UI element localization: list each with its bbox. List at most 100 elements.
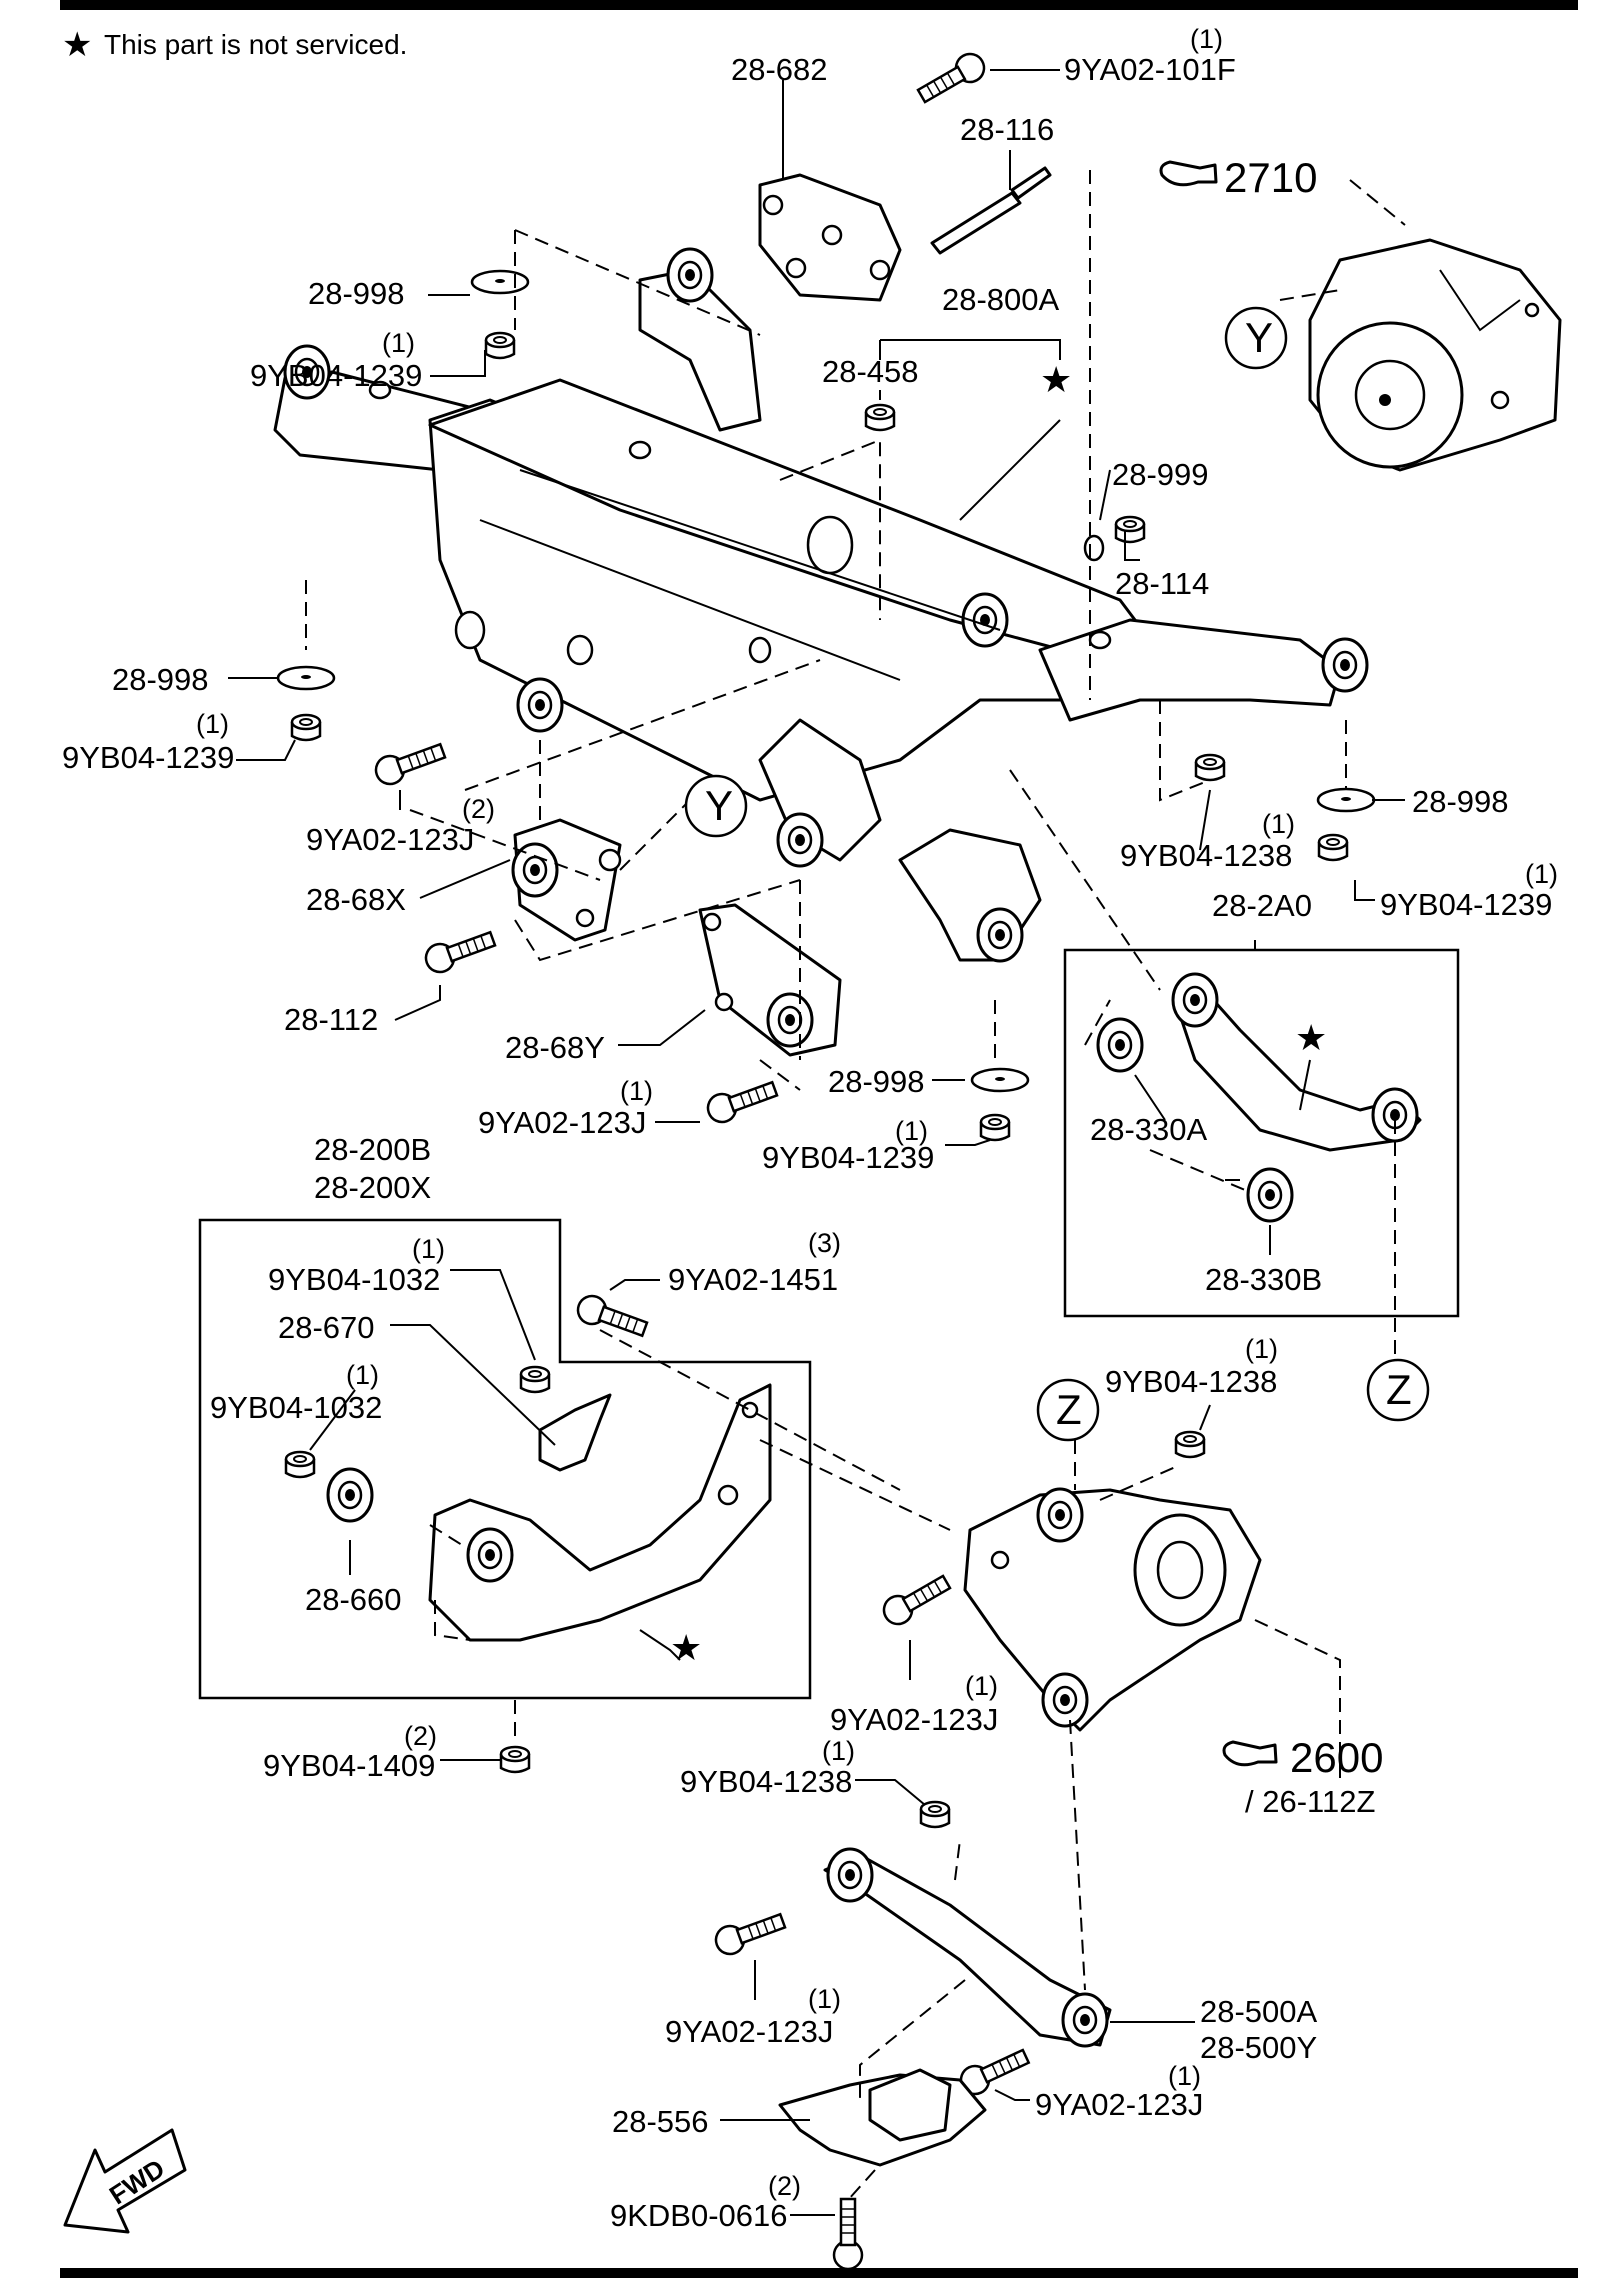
dashed-guides — [305, 170, 1406, 2201]
nut-9YB04-1238-b — [1174, 1430, 1206, 1459]
star-28-800A: ★ — [1040, 359, 1072, 400]
label-28-998-mid: 28-998 — [828, 1064, 925, 1099]
washer-28-998-left — [276, 665, 336, 691]
nut-9YB04-1032-b — [284, 1450, 316, 1479]
arm-28-200B — [428, 1383, 772, 1642]
callout-Y-top: Y — [1245, 314, 1273, 361]
qty-9YB04-1409: (2) — [404, 1721, 437, 1751]
label-28-998-left: 28-998 — [112, 662, 209, 697]
label-28-670: 28-670 — [278, 1310, 375, 1345]
ref-26-112Z: / 26-112Z — [1245, 1784, 1375, 1819]
washer-28-999 — [1083, 534, 1105, 562]
bolt-9YA02-123J-c — [877, 1568, 955, 1631]
box-28-2A0 — [1063, 948, 1460, 1318]
nut-28-458 — [864, 403, 896, 432]
label-28-200B: 28-200B — [314, 1132, 431, 1167]
label-28-500A: 28-500A — [1200, 1994, 1318, 2029]
qty-9YA02-123J-c: (1) — [965, 1671, 998, 1701]
bushing-28-330A — [1096, 1017, 1144, 1073]
star-28-2A0: ★ — [1295, 1017, 1327, 1058]
bolt-9YA02-101F — [913, 47, 991, 110]
bolt-9YA02-123J-d — [710, 1906, 789, 1960]
qty-9YA02-123J-d: (1) — [808, 1984, 841, 2014]
label-28-68X: 28-68X — [306, 882, 406, 917]
callout-Z-mid: Z — [1056, 1386, 1082, 1433]
qty-9YB04-1032-a: (1) — [412, 1234, 445, 1264]
qty-9YB04-1239-left: (1) — [196, 709, 229, 739]
nut-9YB04-1238-a — [1194, 753, 1226, 782]
bracket-28-68X — [511, 818, 622, 942]
label-28-112: 28-112 — [284, 1002, 378, 1037]
label-28-200X: 28-200X — [314, 1170, 432, 1205]
guard-28-556 — [778, 2068, 987, 2167]
label-9YA02-123J-c: 9YA02-123J — [830, 1702, 998, 1737]
nut-9YB04-1239-right — [1317, 833, 1349, 862]
fwd-arrow-icon — [63, 2128, 187, 2234]
label-28-116: 28-116 — [960, 112, 1054, 147]
qty-9KDB0-0616: (2) — [768, 2171, 801, 2201]
arm-28-2A0 — [1171, 972, 1422, 1152]
ref-2710: 2710 — [1224, 154, 1317, 201]
nut-28-114 — [1114, 515, 1146, 544]
nut-9YB04-1239-mid — [979, 1113, 1011, 1142]
link-28-500A — [823, 1847, 1112, 2048]
note-star: ★ — [62, 26, 92, 64]
leader-lines — [228, 69, 1405, 2216]
mount-2710 — [1308, 238, 1562, 472]
qty-9YA02-123J-e: (1) — [1168, 2061, 1201, 2091]
label-9YB04-1032-b: 9YB04-1032 — [210, 1390, 382, 1425]
reference-hand-icon-2600 — [1222, 1740, 1278, 1767]
label-28-660: 28-660 — [305, 1582, 402, 1617]
label-9YB04-1409: 9YB04-1409 — [263, 1748, 435, 1783]
qty-9YA02-123J-a: (2) — [462, 794, 495, 824]
nut-9YB04-1032-a — [519, 1365, 551, 1394]
callout-circle-Y-mid — [684, 774, 748, 838]
label-9YA02-123J-a: 9YA02-123J — [306, 822, 474, 857]
qty-9YB04-1239-top: (1) — [382, 328, 415, 358]
callout-circle-Z-mid — [1036, 1378, 1100, 1442]
reference-hand-icon-2710 — [1159, 160, 1218, 187]
qty-9YA02-1451: (3) — [808, 1228, 841, 1258]
qty-9YB04-1239-right: (1) — [1525, 859, 1558, 889]
nut-9YB04-1409 — [499, 1745, 531, 1774]
bracket-28-670 — [538, 1393, 612, 1472]
bolt-9YA02-123J-a — [370, 736, 449, 790]
washer-28-998-right — [1316, 787, 1376, 813]
callout-circle-Y-top — [1224, 306, 1288, 370]
note-text: This part is not serviced. — [104, 29, 407, 60]
bushing-28-660 — [326, 1467, 374, 1523]
label-28-800A: 28-800A — [942, 282, 1060, 317]
label-28-999: 28-999 — [1112, 457, 1209, 492]
star-28-200B: ★ — [670, 1627, 702, 1668]
bolt-9KDB0-0616 — [832, 2197, 864, 2271]
bolt-9YA02-123J-b — [702, 1074, 781, 1128]
label-9YB04-1239-right: 9YB04-1239 — [1380, 887, 1552, 922]
label-9YB04-1239-mid: 9YB04-1239 — [762, 1140, 934, 1175]
label-9YA02-101F: 9YA02-101F — [1064, 52, 1236, 87]
rear-crossmember — [273, 247, 1369, 963]
bracket-28-68Y — [698, 903, 842, 1057]
callout-Y-mid: Y — [705, 782, 733, 829]
bolt-9YA02-1451 — [572, 1290, 651, 1344]
label-9YA02-123J-e: 9YA02-123J — [1035, 2087, 1203, 2122]
washer-28-998-mid — [970, 1067, 1030, 1093]
label-9YB04-1238-c: 9YB04-1238 — [680, 1764, 852, 1799]
label-9YB04-1239-top: 9YB04-1239 — [250, 358, 422, 393]
label-9YB04-1239-left: 9YB04-1239 — [62, 740, 234, 775]
label-28-682: 28-682 — [731, 52, 828, 87]
label-9YB04-1238-a: 9YB04-1238 — [1120, 838, 1292, 873]
label-28-68Y: 28-68Y — [505, 1030, 605, 1065]
stud-28-116 — [930, 166, 1052, 255]
label-28-114: 28-114 — [1115, 566, 1209, 601]
label-9YB04-1032-a: 9YB04-1032 — [268, 1262, 440, 1297]
label-28-330A: 28-330A — [1090, 1112, 1208, 1147]
label-9YB04-1238-b: 9YB04-1238 — [1105, 1364, 1277, 1399]
qty-9YA02-101F: (1) — [1190, 24, 1223, 54]
nut-9YB04-1238-c — [919, 1800, 951, 1829]
qty-9YB04-1239-mid: (1) — [895, 1116, 928, 1146]
qty-9YB04-1238-a: (1) — [1262, 809, 1295, 839]
label-9YA02-123J-b: 9YA02-123J — [478, 1105, 646, 1140]
qty-9YA02-123J-b: (1) — [620, 1076, 653, 1106]
nut-9YB04-1239-left — [290, 713, 322, 742]
